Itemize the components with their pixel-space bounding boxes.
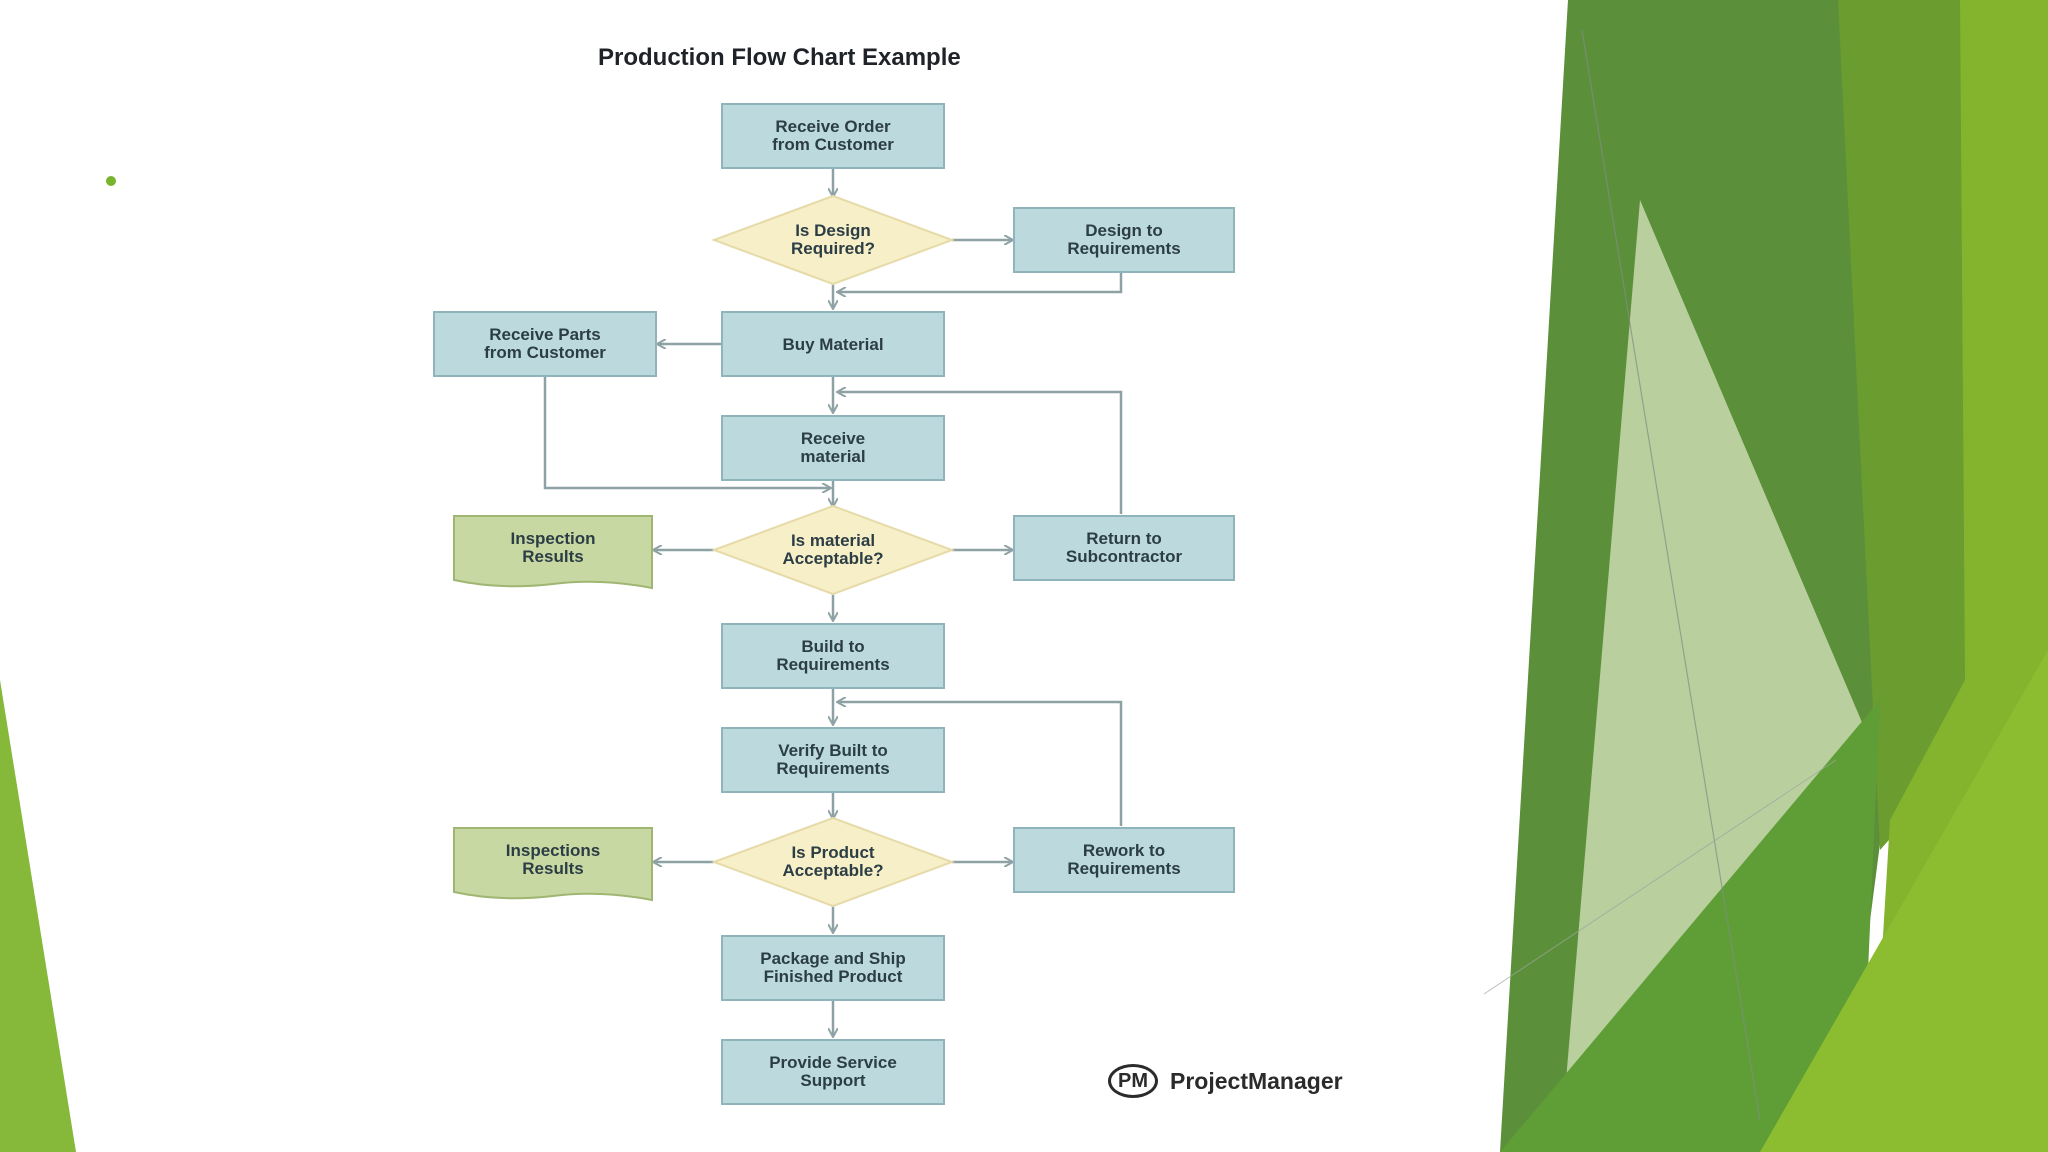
chart-title: Production Flow Chart Example [598, 44, 961, 71]
arrow-return-loop [838, 392, 1123, 514]
left-green-sliver [0, 680, 76, 1152]
arrow-rework-loop [838, 702, 1123, 826]
bullet-dot [106, 176, 116, 186]
connectors [543, 168, 1123, 1036]
node-buy-material: Buy Material [721, 311, 945, 377]
pm-logo-icon: PM [1108, 1064, 1158, 1098]
arrow-parts-loop [543, 376, 830, 488]
right-bottom-panel [1500, 700, 1880, 1152]
thin-line-2 [1483, 759, 1837, 995]
brand-name: ProjectManager [1170, 1067, 1343, 1094]
right-bottom-bright [1760, 650, 2048, 1152]
svg-text:Buy Material: Buy Material [782, 335, 883, 354]
arrow-design-return [838, 272, 1123, 292]
thin-line-1 [1581, 29, 1761, 1121]
brand-logo: PM ProjectManager [1108, 1064, 1343, 1098]
